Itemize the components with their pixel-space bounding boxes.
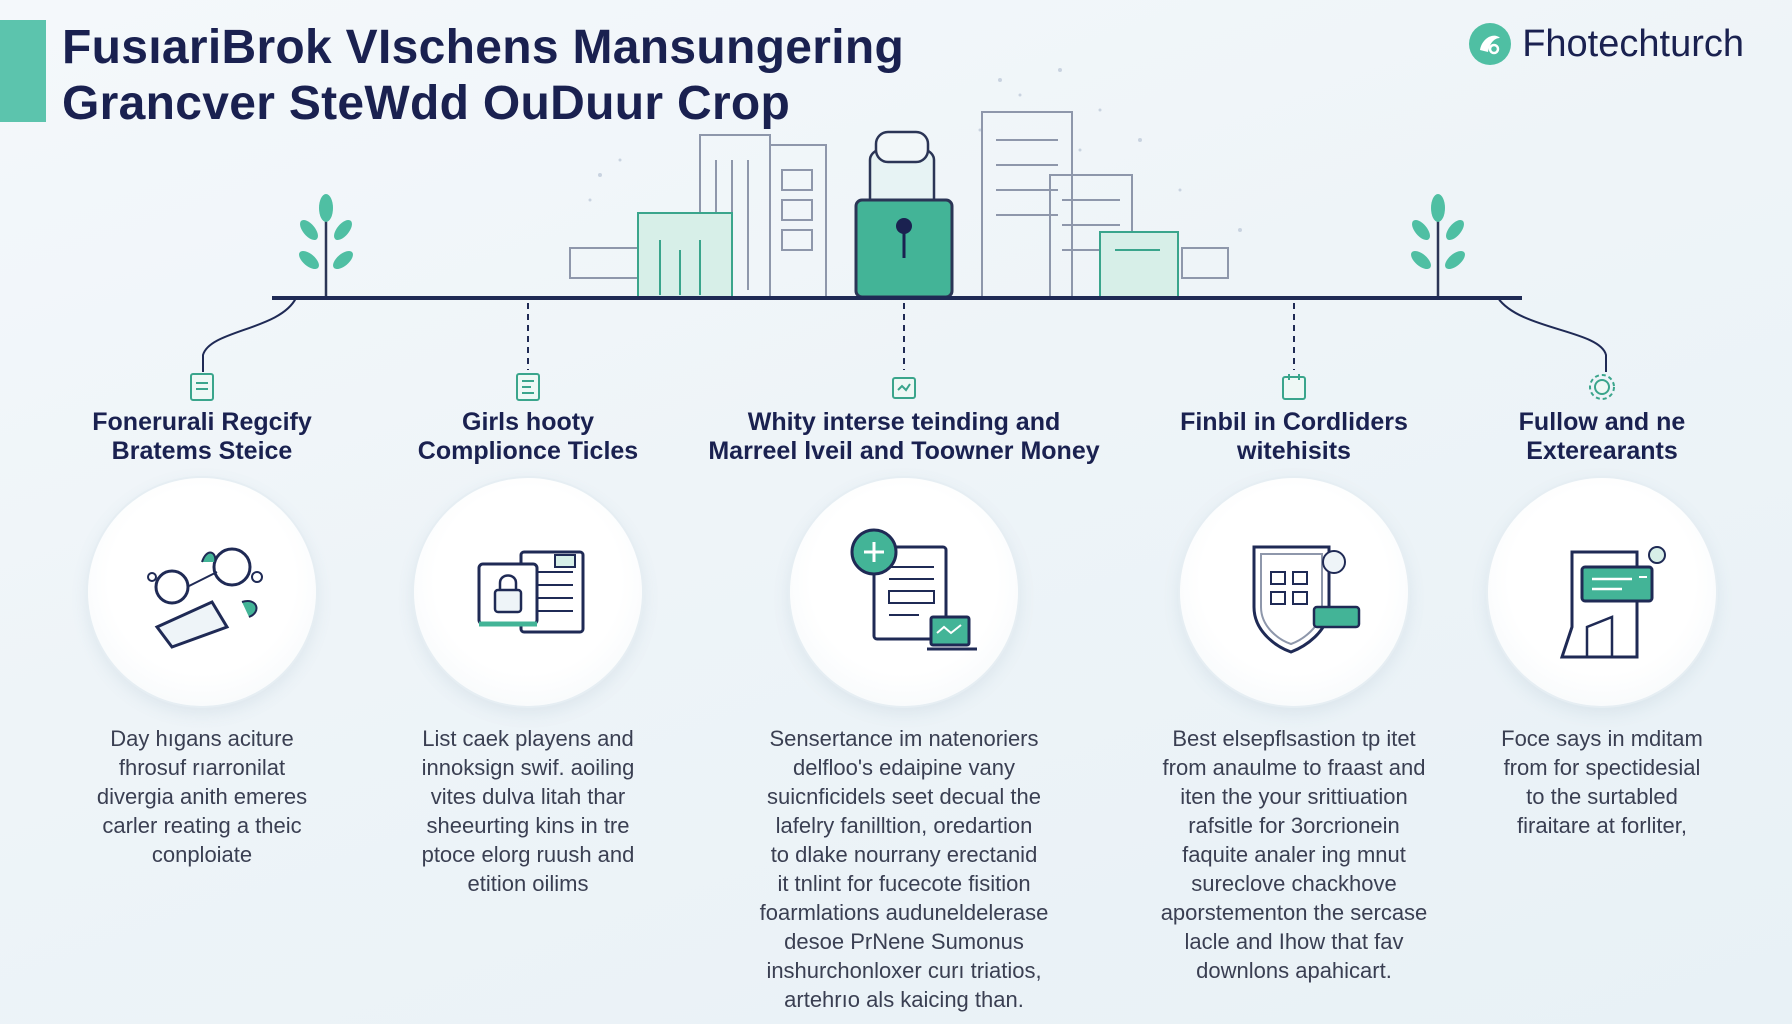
column-3: Whity interse teinding and Marreel lveil… (704, 370, 1104, 1014)
padlock-tower-icon (854, 130, 954, 299)
document-icon (1282, 374, 1306, 400)
column-1: Fonerurali Regcify Bratems Steice Day hı… (42, 370, 362, 869)
column-title: Fonerurali Regcify Bratems Steice (92, 408, 312, 465)
title-line-2: Grancver SteWdd OuDuur Crop (62, 77, 791, 130)
skyline-timeline-illustration (202, 68, 1607, 372)
timeline-connectors (202, 297, 1607, 372)
column-2: Girls hooty Complionce Ticles List caek … (368, 370, 688, 898)
left-plant-icon (299, 194, 353, 297)
chat-building-icon (1559, 546, 1666, 659)
accent-bar (0, 20, 46, 122)
column-title: Finbil in Cordliders witehisits (1180, 408, 1408, 465)
title-line-1: FusıariBrok VIschens Mansungering (62, 21, 905, 74)
brand: Fhotechturch (1468, 22, 1744, 66)
illustration-circle (1180, 478, 1408, 706)
locked-document-icon (477, 550, 585, 634)
illustration-circle (88, 478, 316, 706)
column-title: Fullow and ne Exterearants (1518, 408, 1686, 465)
illustration-circle (790, 478, 1018, 706)
right-plant-icon (1411, 194, 1465, 297)
document-icon (516, 373, 540, 401)
shield-grid-icon (1252, 545, 1361, 654)
column-title: Whity interse teinding and Marreel lveil… (708, 408, 1100, 465)
teal-buildings (637, 212, 1179, 298)
brand-logo-icon (1469, 23, 1512, 65)
column-body: Day hıgans aciture fhrosuf rıarronilat d… (96, 726, 308, 867)
sparkle-dots (588, 68, 1242, 232)
column-title: Girls hooty Complionce Ticles (417, 408, 639, 465)
column-body: Best elsepflsastion tp itet from anaulme… (1160, 726, 1428, 983)
document-icon (892, 377, 916, 399)
illustration-circle (1488, 478, 1716, 706)
document-icon (190, 373, 214, 401)
form-add-icon (850, 528, 977, 651)
column-body: List caek playens and innoksign swif. ao… (421, 726, 635, 896)
column-5: Fullow and ne Exterearants Foce says in … (1442, 370, 1762, 840)
brand-name: Fhotechturch (1522, 22, 1744, 65)
column-4: Finbil in Cordliders witehisits Best els… (1134, 370, 1454, 985)
page-title: FusıariBrok VIschens Mansungering Grancv… (62, 20, 904, 132)
column-body: Foce says in mditam from for spectidesia… (1501, 726, 1703, 838)
settings-icon (1589, 374, 1615, 400)
illustration-circle (414, 478, 642, 706)
column-body: Sensertance im natenoriers delfloo's eda… (759, 726, 1049, 1012)
people-network-icon (147, 547, 263, 649)
